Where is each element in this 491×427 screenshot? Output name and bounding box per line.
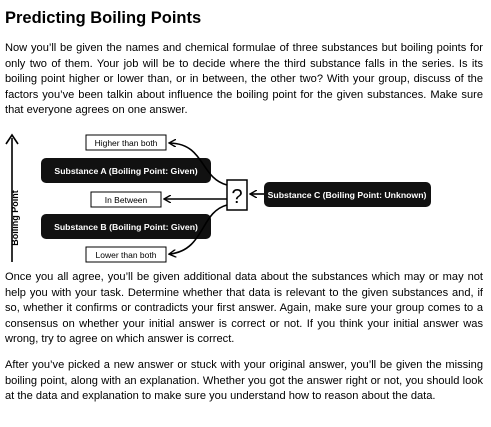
instructions-paragraph-2: Once you all agree, you’ll be given addi… <box>5 271 483 346</box>
higher-than-both-box <box>85 134 167 151</box>
lower-than-both-label: Lower than both <box>96 250 157 260</box>
boiling-point-diagram: Boiling Point Higher than both Substance… <box>5 133 431 263</box>
question-mark-box <box>226 179 248 211</box>
substance-c-label: Substance C (Boiling Point: Unknown) <box>268 190 427 200</box>
lower-than-both-box <box>85 246 167 263</box>
higher-than-both-label: Higher than both <box>95 138 158 148</box>
in-between-box <box>90 191 162 208</box>
question-mark: ? <box>231 186 242 208</box>
in-between-label: In Between <box>105 195 148 205</box>
arrow-to-higher-icon <box>170 143 228 186</box>
substance-b-label: Substance B (Boiling Point: Given) <box>54 222 198 232</box>
instructions-paragraph-1: Now you’ll be given the names and chemic… <box>5 42 483 117</box>
page-title: Predicting Boiling Points <box>5 9 202 27</box>
substance-a-box <box>41 158 211 183</box>
axis-label: Boiling Point <box>10 190 20 246</box>
substance-a-label: Substance A (Boiling Point: Given) <box>54 166 197 176</box>
substance-c-box <box>264 182 431 207</box>
arrow-to-lower-icon <box>170 204 228 254</box>
axis-arrowhead-icon <box>5 133 19 145</box>
substance-b-box <box>41 214 211 239</box>
instructions-paragraph-3: After you’ve picked a new answer or stuc… <box>5 359 483 403</box>
